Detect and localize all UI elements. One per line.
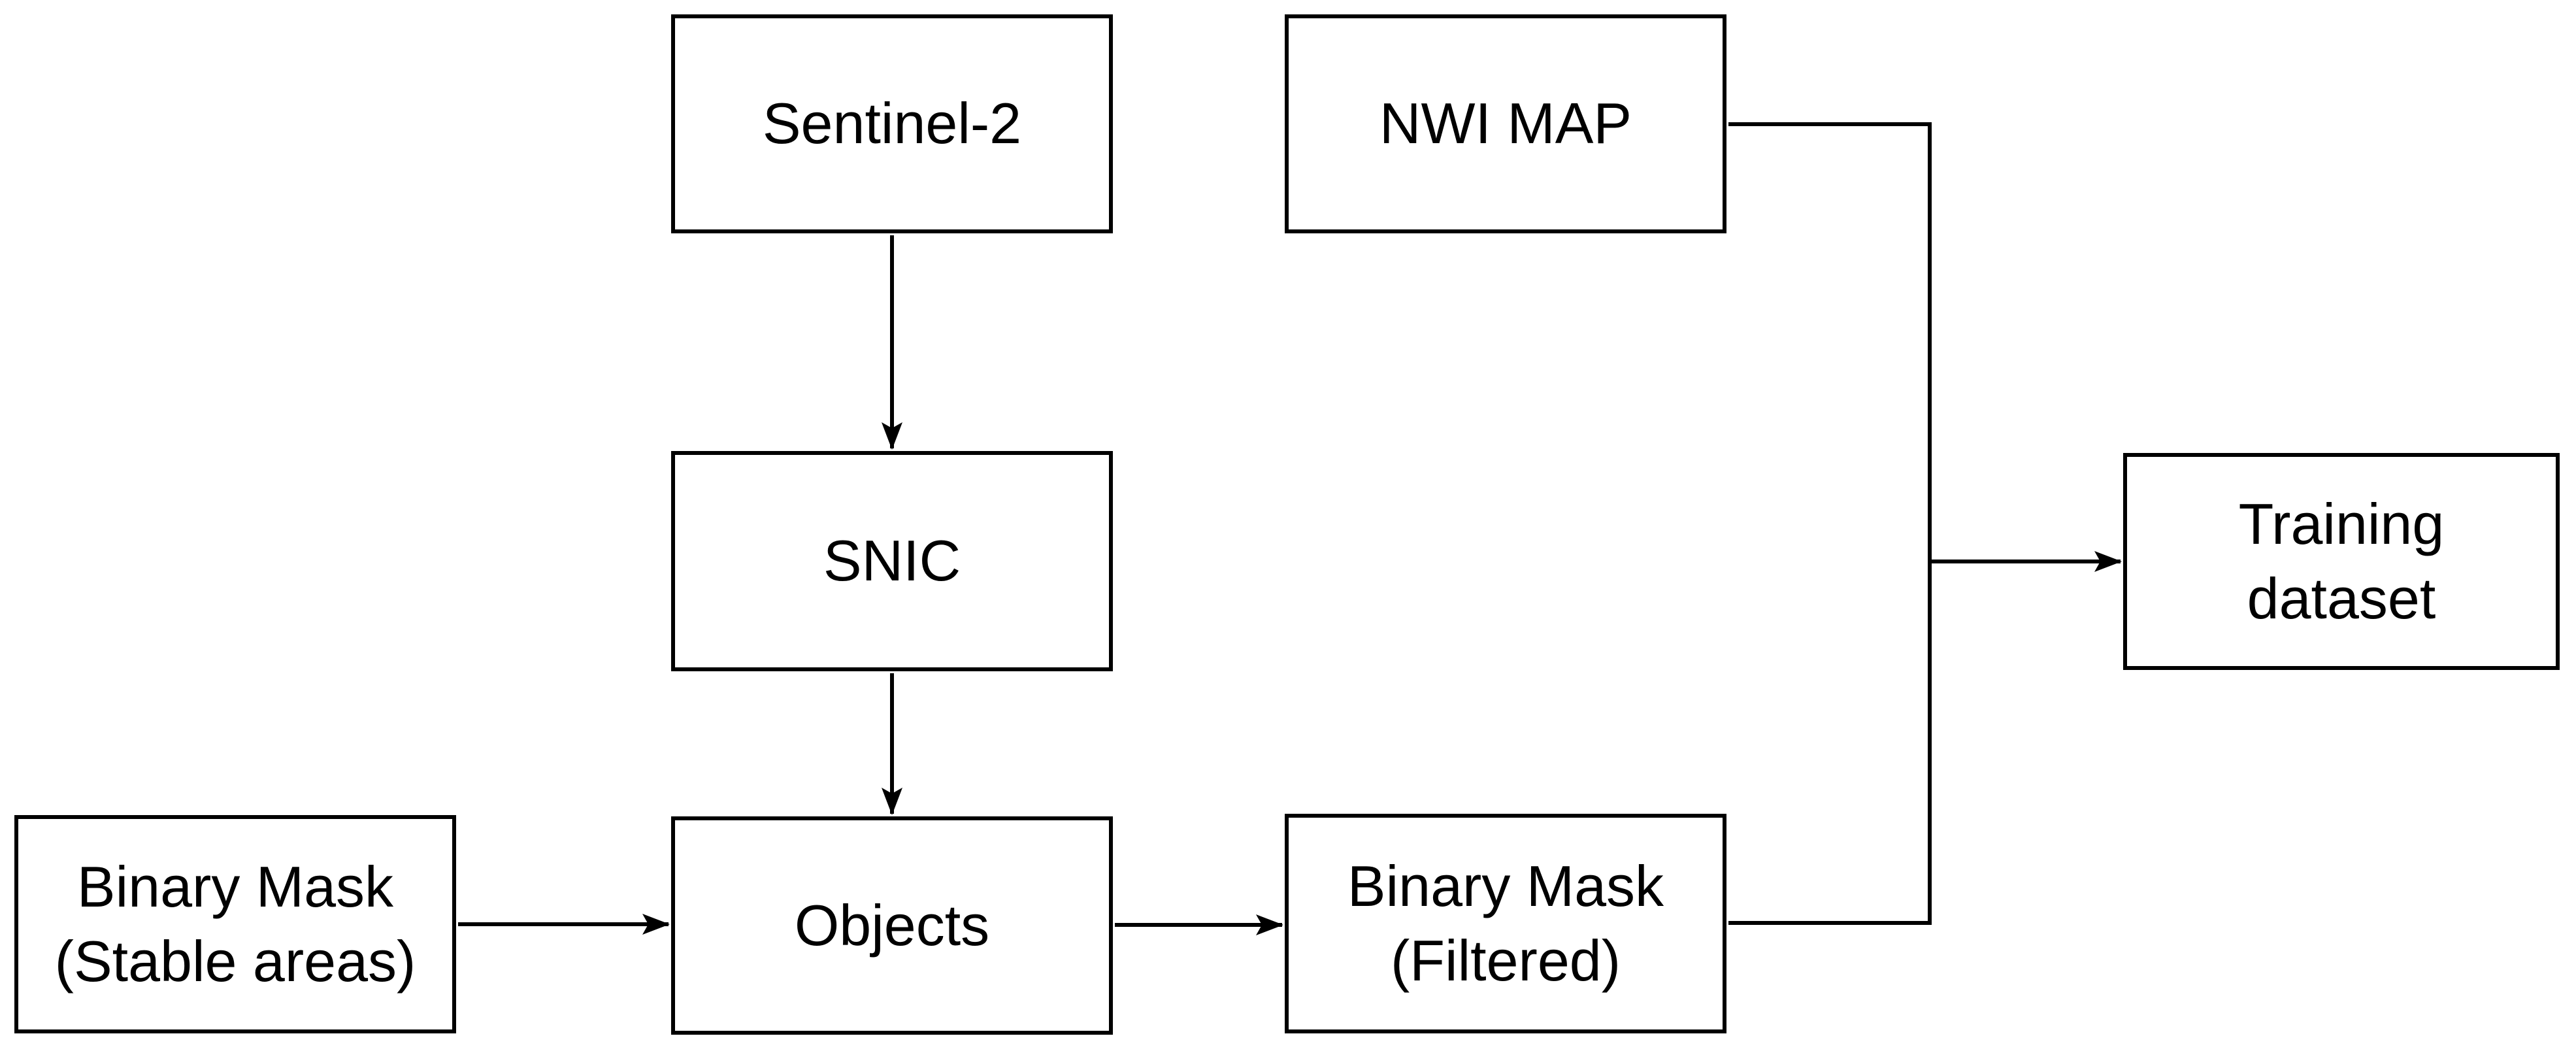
node-binary-mask-stable-areas: Binary Mask (Stable areas): [14, 815, 456, 1033]
node-nwi-map-label: NWI MAP: [1379, 91, 1632, 156]
node-binary-mask-filtered-label: Binary Mask (Filtered): [1347, 853, 1664, 993]
node-training-dataset-label: Training dataset: [2238, 491, 2445, 631]
node-binary-mask-filtered: Binary Mask (Filtered): [1285, 814, 1726, 1033]
edge-filtered-to-junction-line: [1728, 561, 1932, 925]
node-sentinel-2: Sentinel-2: [671, 14, 1113, 233]
node-sentinel-2-label: Sentinel-2: [762, 91, 1022, 156]
node-nwi-map: NWI MAP: [1285, 14, 1726, 233]
node-objects: Objects: [671, 816, 1113, 1035]
node-snic: SNIC: [671, 451, 1113, 671]
node-objects-label: Objects: [794, 892, 990, 958]
node-snic-label: SNIC: [823, 528, 961, 593]
node-binary-mask-stable-areas-label: Binary Mask (Stable areas): [54, 854, 416, 994]
edge-nwi-to-junction-line: [1728, 122, 1932, 561]
node-training-dataset: Training dataset: [2123, 453, 2560, 670]
